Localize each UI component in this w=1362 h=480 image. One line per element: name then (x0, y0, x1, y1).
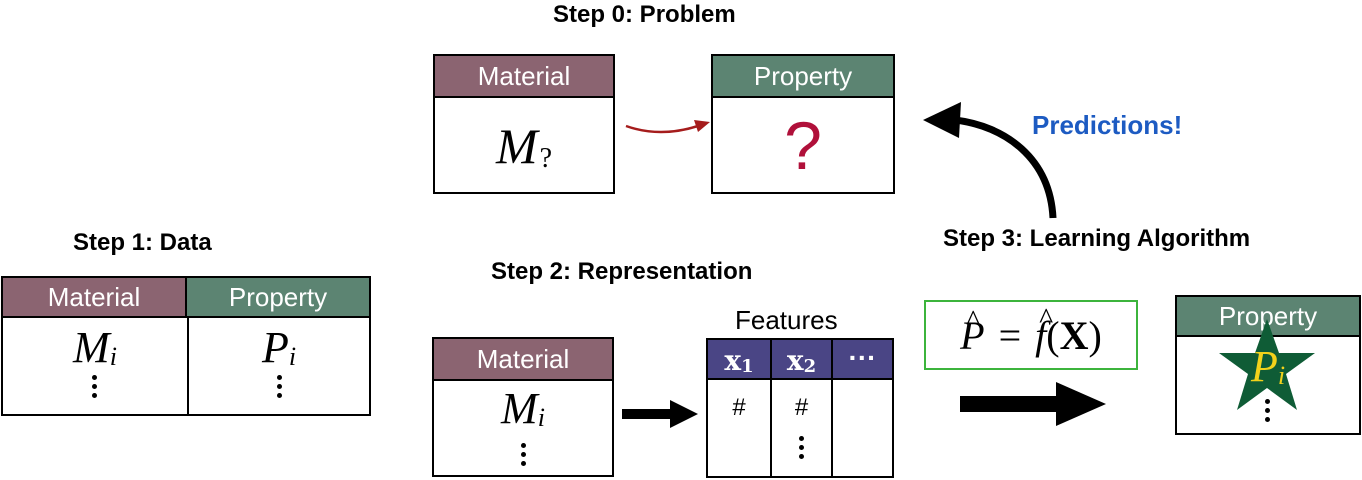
step2-title: Step 2: Representation (491, 258, 753, 285)
step1-property-header: Property (187, 278, 369, 318)
predictions-label: Predictions! (1032, 110, 1183, 140)
hat-accent: ^ (966, 303, 981, 337)
feature-value-2: # (794, 394, 809, 421)
feature-more: ··· (848, 342, 877, 373)
step0-property-box: Property ? (711, 54, 895, 194)
step2-material-header: Material (434, 339, 612, 381)
features-header (708, 340, 892, 380)
equation-function: f (1035, 312, 1047, 358)
step1-material-header: Material (3, 278, 187, 318)
equation-equals: = (998, 312, 1022, 358)
vertical-ellipsis (1265, 399, 1271, 426)
learning-arrow (960, 382, 1106, 426)
problem-arrow (625, 120, 710, 134)
column-divider (187, 318, 189, 414)
step3-title: Step 3: Learning Algorithm (943, 225, 1251, 252)
step0-title: Step 0: Problem (553, 1, 736, 28)
vertical-ellipsis (521, 443, 527, 470)
step1-title: Step 1: Data (73, 229, 212, 256)
step0-property-header: Property (713, 56, 893, 98)
column-divider (770, 340, 772, 476)
equation-argument: X (1059, 312, 1089, 358)
step0-material-box: Material M? (433, 54, 615, 194)
star-icon (1219, 319, 1315, 410)
equation-box: ^ P = ^ f ( X ) (924, 300, 1138, 370)
question-mark: ? (784, 108, 822, 184)
step0-material-header: Material (435, 56, 613, 98)
features-label: Features (735, 305, 838, 335)
step0-material-symbol: M? (495, 118, 553, 174)
predictions-arrow (923, 102, 1057, 219)
equation-lhs: P (960, 312, 985, 358)
vertical-ellipsis (799, 436, 805, 463)
feature-value-1: # (732, 394, 746, 421)
vertical-ellipsis (92, 375, 98, 402)
representation-arrow (622, 400, 698, 428)
hat-accent: ^ (1039, 301, 1054, 335)
column-divider (831, 340, 833, 476)
vertical-ellipsis (277, 375, 283, 402)
